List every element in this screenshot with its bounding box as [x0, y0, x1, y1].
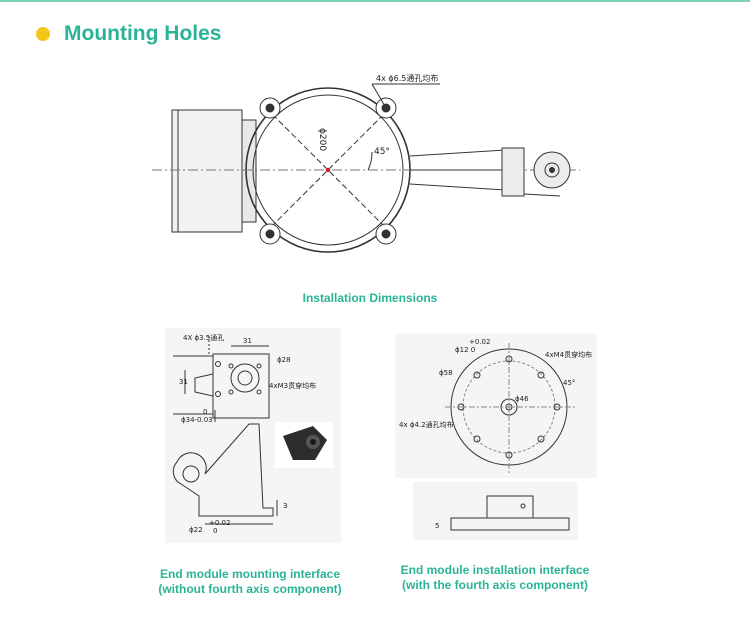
center-label: ϕ12 0	[455, 346, 475, 354]
left-caption-line2: (without fourth axis component)	[158, 582, 342, 596]
mounting-hole	[259, 223, 281, 245]
shaft-label: ϕ22	[189, 526, 203, 534]
diameter-label: ϕ200	[317, 128, 327, 151]
top-rule	[0, 0, 750, 2]
holes-label: 4x ϕ4.2通孔均布	[399, 420, 454, 429]
hole-note-label: 4x ϕ6.5通孔均布	[376, 73, 438, 83]
right-caption-line2: (with the fourth axis component)	[402, 578, 588, 592]
right-caption-line1: End module installation interface	[400, 563, 590, 577]
threads-label: 4xM3贯穿均布	[269, 381, 316, 390]
tol-top-label: +0.02	[469, 338, 490, 346]
section-title: Mounting Holes	[64, 22, 222, 45]
end-module-mounting-drawing: 4X ϕ3.5通孔 31 31 ϕ28 4xM3贯穿均布 0 ϕ34-0.03 …	[172, 333, 333, 535]
outer-label: ϕ58	[439, 369, 453, 377]
motor-block	[171, 109, 243, 233]
installation-dimensions-caption: Installation Dimensions	[302, 291, 438, 305]
right-side-view-drawing: 5	[435, 495, 570, 531]
angle-label: 45°	[374, 147, 390, 157]
section-header: Mounting Holes	[36, 22, 221, 46]
thickness-label: 3	[283, 502, 287, 510]
zero-label: 0	[203, 408, 207, 416]
holes-label: 4X ϕ3.5通孔	[183, 333, 224, 342]
base-plate	[450, 517, 570, 531]
center-bore	[230, 363, 260, 393]
width-label: 31	[243, 337, 252, 345]
left-caption-line1: End module mounting interface	[159, 567, 340, 581]
installation-dimensions-drawing: 4x ϕ6.5通孔均布 ϕ200 45°	[152, 73, 580, 253]
mounting-flange	[212, 353, 270, 419]
bore-label: ϕ28	[277, 356, 291, 364]
fit-label: ϕ34-0.03	[181, 416, 213, 424]
right-drawing-panel	[395, 333, 597, 478]
threads-label: 4xM4贯穿均布	[545, 350, 592, 359]
mounting-hole	[259, 97, 281, 119]
boss-block	[486, 495, 534, 519]
right-drawing-caption: End module installation interface (with …	[375, 563, 615, 593]
mounting-hole	[375, 223, 397, 245]
bullet-dot-icon	[36, 27, 50, 41]
left-drawing-caption: End module mounting interface (without f…	[130, 567, 370, 597]
pcd-label: ϕ46	[515, 395, 529, 403]
thickness-label: 5	[435, 522, 439, 530]
tol-top-label: +0.02	[209, 519, 230, 527]
height-label: 31	[179, 378, 188, 386]
tol-bottom-label: 0	[213, 527, 217, 535]
angle-label: 45°	[563, 379, 575, 387]
mounting-bracket-side	[172, 423, 274, 517]
end-module-installation-drawing: +0.02 ϕ12 0 4xM4贯穿均布 ϕ58 ϕ46 45° 4x ϕ4.2…	[399, 338, 592, 473]
